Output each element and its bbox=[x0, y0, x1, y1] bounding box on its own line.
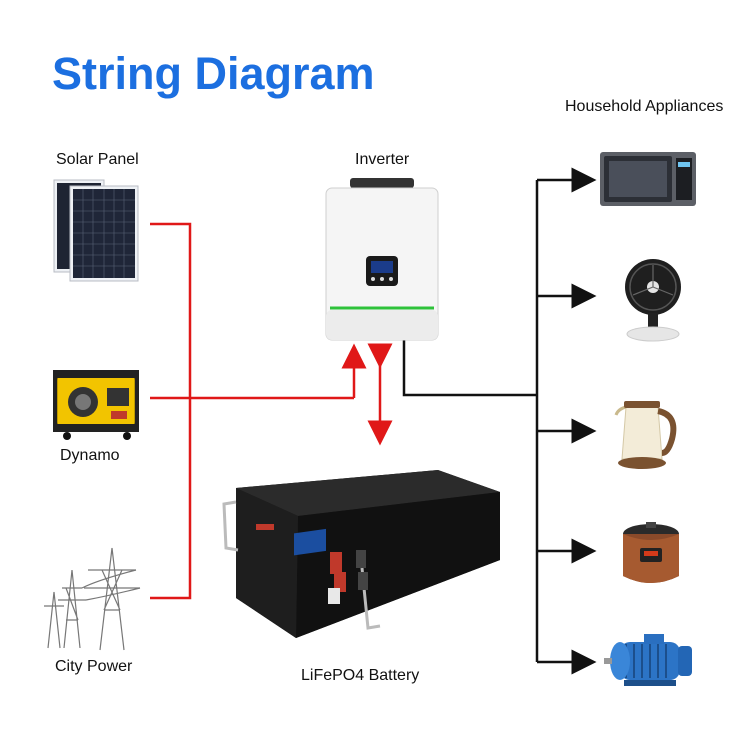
input-wires bbox=[150, 222, 393, 600]
inverter-icon bbox=[325, 178, 439, 341]
city-power-label: City Power bbox=[55, 658, 133, 675]
microwave-icon bbox=[600, 152, 696, 206]
motor-icon bbox=[604, 634, 692, 686]
generator-icon bbox=[53, 370, 139, 440]
battery-label: LiFePO4 Battery bbox=[301, 667, 420, 684]
inverter-output-wire bbox=[402, 340, 537, 397]
solar-city-bus-wire bbox=[150, 222, 192, 600]
dynamo-label: Dynamo bbox=[60, 447, 120, 464]
rice-cooker-icon bbox=[623, 522, 679, 583]
kettle-icon bbox=[614, 401, 677, 469]
inverter-label: Inverter bbox=[355, 151, 410, 168]
fan-icon bbox=[625, 259, 681, 342]
lifepo4-battery-icon bbox=[222, 470, 500, 638]
output-wires bbox=[402, 167, 597, 675]
diagram-title: String Diagram bbox=[52, 48, 375, 99]
power-tower-icon bbox=[44, 547, 141, 651]
household-appliances-label: Household Appliances bbox=[565, 98, 724, 115]
solar-panel-icon bbox=[53, 179, 139, 282]
solar-panel-label: Solar Panel bbox=[56, 151, 139, 168]
